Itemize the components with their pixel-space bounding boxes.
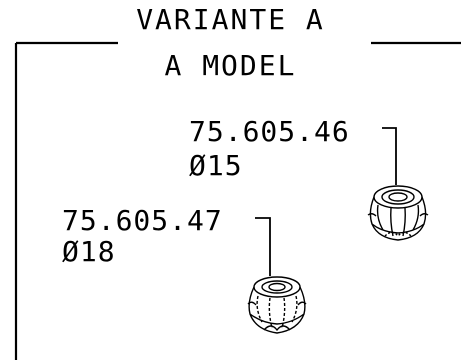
- part-1-diameter: Ø15: [189, 149, 243, 182]
- leader-part-1: [382, 127, 397, 185]
- title-model: A MODEL: [164, 49, 297, 82]
- part-2-code: 75.605.47: [62, 204, 223, 237]
- frame: [14, 41, 461, 360]
- part-1-code: 75.605.46: [189, 115, 350, 148]
- leader-lines: [255, 127, 397, 276]
- leader-part-2: [255, 217, 271, 276]
- title-variant: VARIANTE A: [136, 3, 325, 36]
- part-2-diameter: Ø18: [62, 235, 116, 268]
- knob-1-drawing: [367, 185, 429, 241]
- knob-2-drawing: [247, 276, 307, 334]
